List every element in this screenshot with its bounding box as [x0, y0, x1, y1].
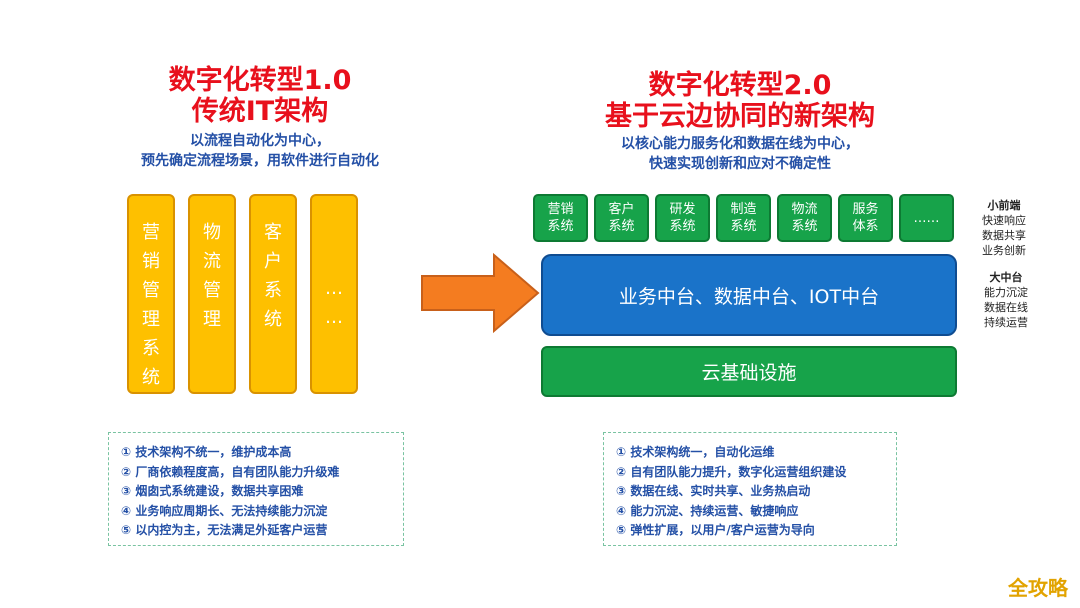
front-system-label: 服务	[852, 202, 879, 217]
front-system-service: 服务 体系	[838, 194, 893, 242]
middle-platform-note-line: 持续运营	[984, 316, 1028, 329]
column-char: 统	[264, 309, 282, 330]
legacy-system-marketing: 营 销 管 理 系 统	[127, 194, 175, 394]
middle-platform-note-head: 大中台	[989, 271, 1023, 284]
transition-arrow	[421, 252, 540, 334]
column-char: 统	[142, 367, 160, 388]
list-item: ① 技术架构统一，自动化运维	[616, 445, 775, 459]
front-end-note-line: 快速响应	[982, 214, 1026, 227]
middle-platform-note: 大中台 能力沉淀 数据在线 持续运营	[966, 270, 1046, 330]
column-char: 管	[142, 280, 160, 301]
cloud-infrastructure-label: 云基础设施	[701, 362, 797, 384]
list-item: ④ 能力沉淀、持续运营、敏捷响应	[616, 503, 799, 518]
front-system-logistics: 物流 系统	[777, 194, 832, 242]
front-end-note-line: 业务创新	[982, 244, 1026, 257]
left-title-line2: 传统IT架构	[191, 96, 329, 127]
new-architecture-benefits-list: ① 技术架构统一，自动化运维 ② 自有团队能力提升，数字化运营组织建设 ③ 数据…	[603, 432, 897, 546]
list-item: ① 技术架构不统一，维护成本高	[121, 445, 292, 459]
list-item: ⑤ 弹性扩展，以用户/客户运营为导向	[616, 523, 815, 537]
front-system-label: 系统	[730, 219, 757, 234]
front-system-manufacturing: 制造 系统	[716, 194, 771, 242]
front-system-label: 营销	[547, 202, 574, 217]
column-char: 户	[264, 251, 282, 272]
right-title-line2: 基于云边协同的新架构	[605, 101, 875, 132]
front-system-label: 体系	[852, 219, 879, 234]
column-char: …	[325, 307, 343, 328]
middle-platform-label: 业务中台、数据中台、IOT中台	[618, 285, 880, 308]
list-item: ② 厂商依赖程度高，自有团队能力升级难	[121, 464, 340, 479]
front-system-label: 系统	[608, 219, 635, 234]
front-system-more: ……	[899, 194, 954, 242]
list-item: ③ 烟囱式系统建设，数据共享困难	[121, 484, 304, 498]
column-char: 流	[203, 251, 221, 272]
column-char: 系	[264, 280, 282, 301]
middle-platform-layer: 业务中台、数据中台、IOT中台	[541, 254, 957, 336]
column-char: 物	[203, 222, 221, 243]
front-system-label: 物流	[791, 202, 818, 217]
front-system-label: 客户	[608, 202, 635, 217]
column-char: 销	[142, 251, 160, 272]
watermark-text: 全攻略	[1008, 576, 1068, 600]
front-system-label: 制造	[730, 202, 757, 217]
right-desc-line1: 以核心能力服务化和数据在线为中心，	[621, 136, 859, 152]
legacy-system-more: … …	[310, 194, 358, 394]
front-system-label: 系统	[669, 219, 696, 234]
column-char: …	[325, 278, 343, 299]
middle-platform-note-line: 数据在线	[984, 301, 1028, 314]
front-system-label: ……	[913, 210, 940, 226]
list-item: ② 自有团队能力提升，数字化运营组织建设	[616, 464, 847, 479]
front-system-rnd: 研发 系统	[655, 194, 710, 242]
list-item: ④ 业务响应周期长、无法持续能力沉淀	[121, 503, 328, 518]
middle-platform-note-line: 能力沉淀	[984, 286, 1028, 299]
column-char: 系	[142, 338, 160, 359]
right-desc-line2: 快速实现创新和应对不确定性	[649, 156, 831, 172]
legacy-system-logistics: 物 流 管 理	[188, 194, 236, 394]
column-char: 客	[264, 222, 282, 243]
legacy-system-customer: 客 户 系 统	[249, 194, 297, 394]
right-title-line1: 数字化转型2.0	[648, 70, 832, 101]
left-desc-line2: 预先确定流程场景，用软件进行自动化	[141, 153, 379, 169]
front-system-label: 系统	[791, 219, 818, 234]
list-item: ③ 数据在线、实时共享、业务热启动	[616, 484, 811, 498]
column-char: 理	[142, 309, 160, 330]
front-system-marketing: 营销 系统	[533, 194, 588, 242]
column-char: 营	[142, 222, 160, 243]
front-end-note: 小前端 快速响应 数据共享 业务创新	[964, 198, 1044, 258]
list-item: ⑤ 以内控为主，无法满足外延客户运营	[121, 523, 328, 537]
cloud-infrastructure-layer: 云基础设施	[541, 346, 957, 397]
front-system-customer: 客户 系统	[594, 194, 649, 242]
legacy-issues-list: ① 技术架构不统一，维护成本高 ② 厂商依赖程度高，自有团队能力升级难 ③ 烟囱…	[108, 432, 404, 546]
left-desc-line1: 以流程自动化为中心，	[190, 133, 330, 149]
front-end-note-head: 小前端	[987, 199, 1021, 212]
column-char: 管	[203, 280, 221, 301]
front-system-label: 系统	[547, 219, 574, 234]
left-title-line1: 数字化转型1.0	[168, 65, 352, 96]
front-end-note-line: 数据共享	[982, 229, 1026, 242]
column-char: 理	[203, 309, 221, 330]
front-system-label: 研发	[669, 202, 696, 217]
